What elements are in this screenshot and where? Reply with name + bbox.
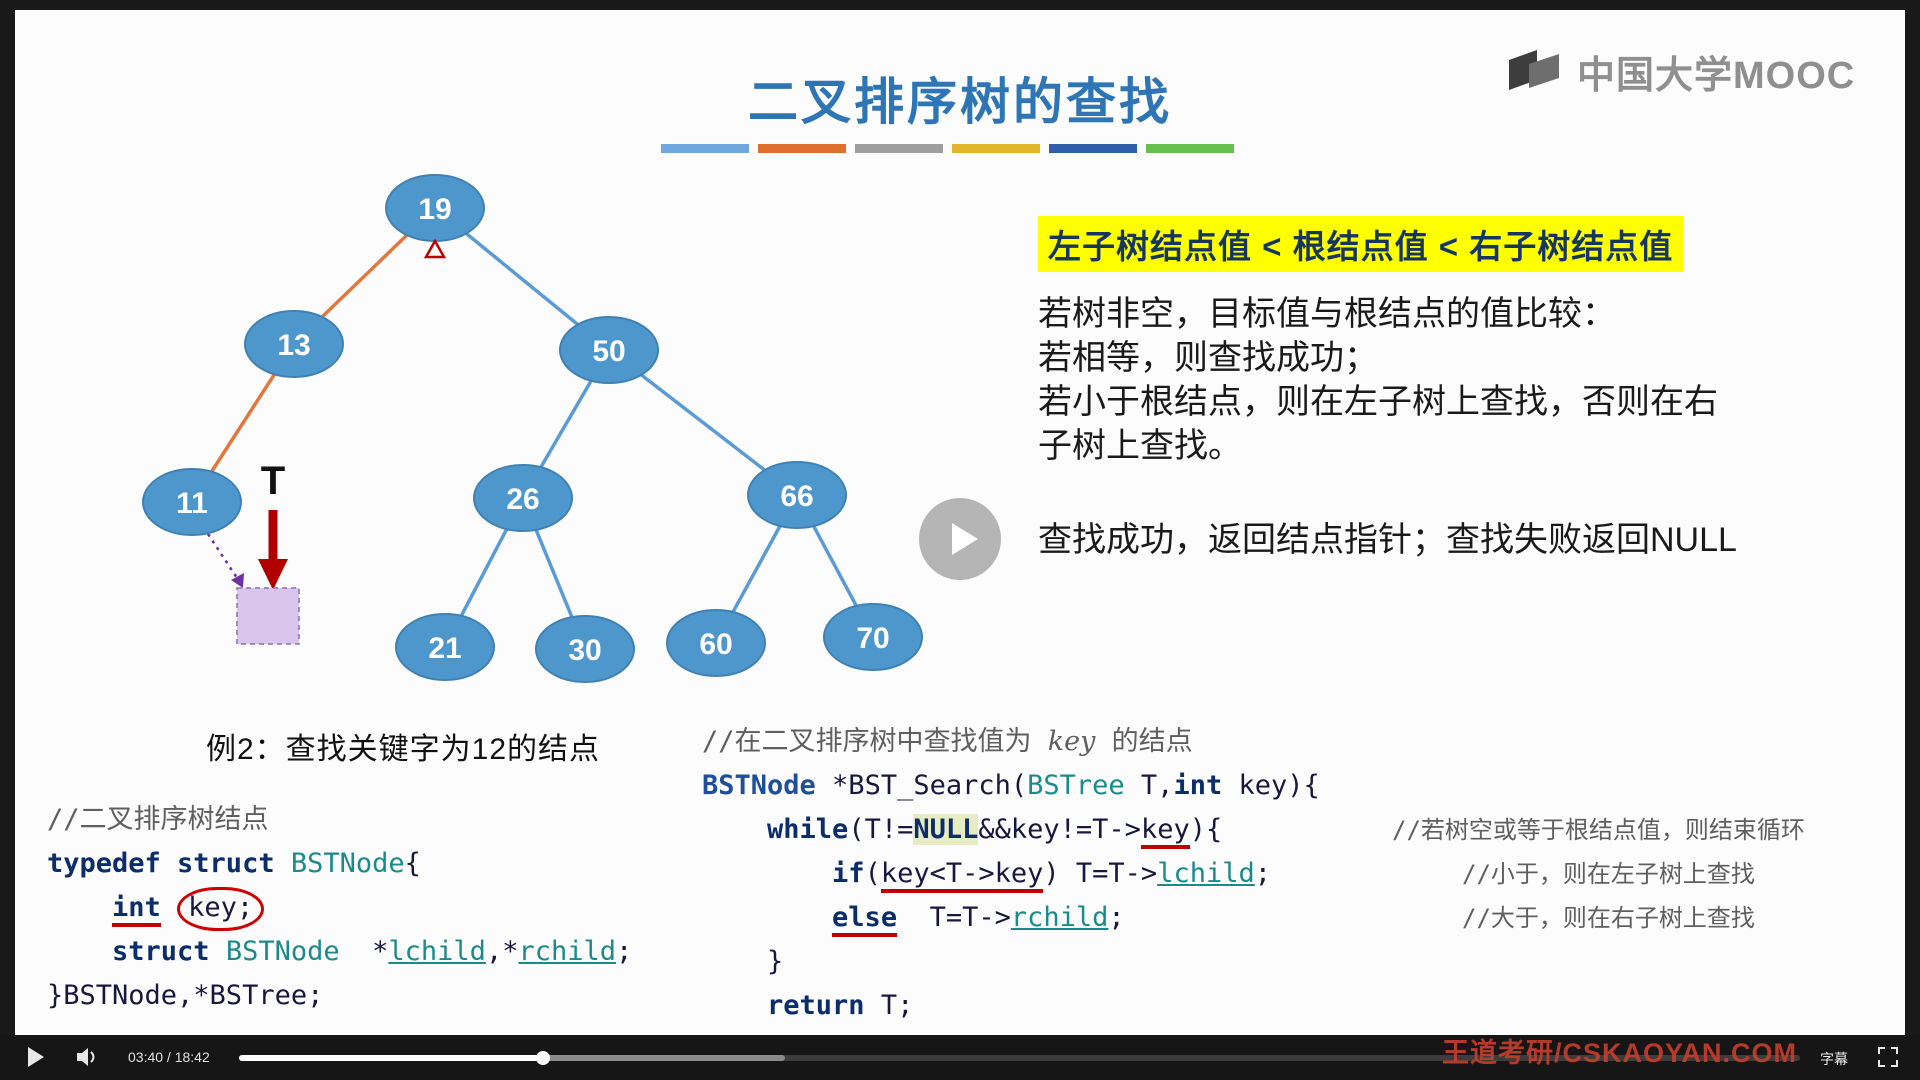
svg-text:66: 66 — [780, 480, 813, 513]
root-marker-icon — [423, 238, 447, 259]
explanation-line: 若相等，则查找成功； — [1038, 339, 1378, 377]
inline-comment: //小于，则在左子树上查找 — [1462, 860, 1755, 888]
speaker-icon — [77, 1048, 95, 1066]
tree-node: 50 — [559, 316, 659, 384]
tree-node: 30 — [535, 615, 635, 683]
play-icon — [951, 523, 978, 555]
search-target-box — [236, 587, 300, 645]
search-code-block: //在二叉排序树中查找值为 key 的结点 BSTNode *BST_Search… — [702, 720, 1805, 1035]
divider-bar — [758, 144, 846, 153]
example-label: 例2：查找关键字为12的结点 — [206, 733, 601, 766]
explanation-line: 若小于根结点，则在左子树上查找，否则在右 — [1038, 383, 1718, 421]
subtitle-button[interactable]: 字幕 — [1820, 1051, 1848, 1067]
svg-text:11: 11 — [176, 487, 208, 520]
svg-text:26: 26 — [506, 483, 539, 516]
progress-bar[interactable] — [239, 1051, 1800, 1065]
player-controls-bar: 03:40 / 18:42 字幕 — [0, 1035, 1920, 1080]
progress-played — [239, 1055, 544, 1061]
pointer-dotted-arrowhead — [231, 573, 244, 588]
code-line: typedef struct BSTNode{ — [47, 848, 421, 879]
title-divider — [661, 144, 1234, 153]
code-line: else T=T->rchild;//大于，则在右子树上查找 — [702, 896, 1755, 940]
svg-text:60: 60 — [699, 628, 732, 661]
code-line: } — [702, 1028, 1320, 1035]
inline-comment: //若树空或等于根结点值，则结束循环 — [1392, 816, 1805, 844]
divider-bar — [855, 144, 943, 153]
explanation-paragraph: 若树非空，目标值与根结点的值比较： 若相等，则查找成功； 若小于根结点，则在左子… — [1038, 292, 1718, 468]
fullscreen-icon — [1878, 1047, 1898, 1067]
divider-bar — [661, 144, 749, 153]
tree-node: 26 — [473, 464, 573, 532]
volume-button[interactable] — [76, 1046, 100, 1073]
play-button[interactable] — [28, 1047, 44, 1067]
pointer-label: T — [261, 459, 285, 503]
code-line: struct BSTNode *lchild,*rchild; — [112, 936, 633, 967]
result-note: 查找成功，返回结点指针；查找失败返回NULL — [1038, 521, 1737, 559]
bst-rule-highlight: 左子树结点值 < 根结点值 < 右子树结点值 — [1038, 216, 1684, 272]
fullscreen-button[interactable] — [1878, 1047, 1898, 1072]
svg-text:13: 13 — [277, 329, 310, 362]
slide-canvas: 二叉排序树的查找 中国大学MOOC — [15, 10, 1905, 1035]
pointer-dotted-line — [206, 533, 239, 579]
explanation-line: 若树非空，目标值与根结点的值比较： — [1038, 295, 1616, 333]
svg-text:30: 30 — [568, 634, 601, 667]
page-title: 二叉排序树的查找 — [748, 74, 1172, 130]
mooc-brand: 中国大学MOOC — [1507, 44, 1855, 99]
code-line: } — [702, 946, 784, 977]
divider-bar — [1146, 144, 1234, 153]
mooc-brand-text: 中国大学MOOC — [1577, 55, 1856, 97]
progress-handle[interactable] — [536, 1051, 551, 1065]
mooc-logo-icon — [1509, 49, 1559, 90]
code-line: BSTNode *BST_Search(BSTree T,int key){ — [702, 770, 1320, 801]
time-display: 03:40 / 18:42 — [128, 1049, 210, 1065]
svg-text:70: 70 — [856, 622, 889, 655]
play-overlay-button[interactable] — [919, 498, 1001, 580]
code-line: return T; — [767, 990, 914, 1021]
tree-node: 21 — [395, 613, 495, 681]
tree-node: 13 — [244, 310, 344, 378]
svg-text:50: 50 — [592, 335, 625, 368]
code-line: if(key<T->key) T=T->lchild;//小于，则在左子树上查找 — [702, 852, 1755, 896]
code-line: while(T!=NULL&&key!=T->key){//若树空或等于根结点值… — [702, 808, 1805, 852]
tree-edges — [190, 206, 875, 650]
svg-text:19: 19 — [418, 193, 451, 226]
code-line: int key; — [47, 886, 632, 931]
tree-node: 19 — [385, 174, 485, 242]
watermark: 王道考研/CSKAOYAN.COM — [1442, 1038, 1798, 1068]
tree-node: 70 — [823, 603, 923, 671]
pointer-arrowhead — [258, 559, 288, 590]
inline-comment: //大于，则在右子树上查找 — [1462, 904, 1755, 932]
code-line: //在二叉排序树中查找值为 key 的结点 — [702, 726, 1193, 757]
tree-node: 66 — [747, 461, 847, 529]
code-line: }BSTNode,*BSTree; — [47, 980, 324, 1011]
tree-node: 11 — [142, 468, 242, 536]
svg-text:21: 21 — [428, 632, 461, 665]
tree-node: 60 — [666, 609, 766, 677]
divider-bar — [1049, 144, 1137, 153]
explanation-line: 子树上查找。 — [1038, 427, 1242, 465]
code-line: //二叉排序树结点 — [47, 804, 269, 835]
divider-bar — [952, 144, 1040, 153]
struct-code-block: //二叉排序树结点 typedef struct BSTNode{ int key… — [47, 798, 632, 1018]
